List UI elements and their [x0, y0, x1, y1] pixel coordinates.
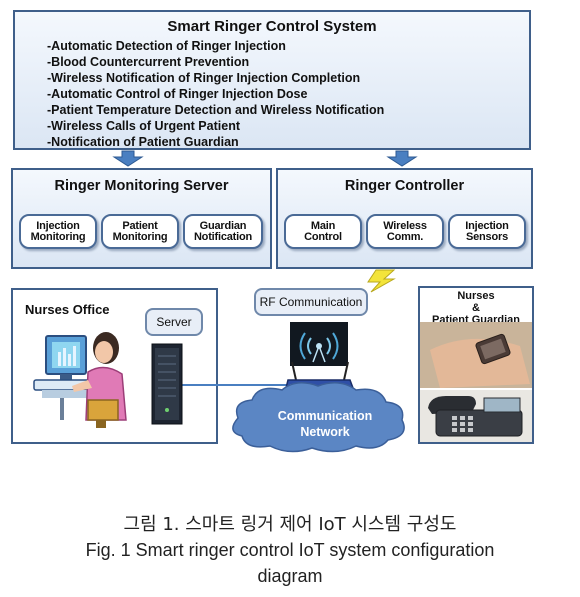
server-callout: Server [145, 308, 203, 336]
server-tower-icon [151, 343, 183, 425]
module-label: Monitoring [112, 230, 168, 243]
caption-korean: 그림 1. 스마트 링거 제어 IoT 시스템 구성도 [123, 514, 457, 535]
cloud-icon [232, 382, 405, 453]
desk-phone-icon [420, 390, 532, 442]
system-title: Smart Ringer Control System [167, 18, 377, 35]
feature-item: -Wireless Calls of Urgent Patient [47, 119, 240, 133]
feature-item: -Automatic Detection of Ringer Injection [47, 39, 286, 53]
smartphone-hand-icon [420, 322, 532, 388]
module-label: Sensors [465, 230, 508, 243]
wireless-antenna-icon [290, 322, 348, 366]
network-label: Communication Network [250, 408, 400, 440]
network-label-line: Network [300, 425, 350, 439]
lightning-icon [367, 269, 396, 293]
nurse-computer-icon [33, 332, 127, 428]
rf-communication-callout: RF Communication [254, 288, 368, 316]
feature-item: -Patient Temperature Detection and Wirel… [47, 103, 385, 117]
network-label-line: Communication [277, 409, 373, 423]
module-label: Comm. [386, 230, 424, 243]
feature-item: -Wireless Notification of Ringer Injecti… [47, 71, 361, 85]
guardian-label: & [472, 302, 480, 314]
feature-item: -Notification of Patient Guardian [47, 135, 239, 149]
down-arrow-left [112, 150, 144, 167]
module-label: Wireless [383, 219, 427, 232]
monitoring-server-title: Ringer Monitoring Server [54, 178, 229, 194]
module-label: Patient [122, 219, 158, 232]
module-label: Guardian [199, 219, 247, 232]
module-label: Monitoring [30, 230, 86, 243]
feature-item: -Blood Countercurrent Prevention [47, 55, 250, 69]
caption-english-line2: diagram [257, 566, 323, 586]
module-label: Injection [465, 219, 509, 232]
ringer-controller-title: Ringer Controller [344, 178, 465, 194]
feature-list: -Automatic Detection of Ringer Injection… [47, 38, 384, 150]
module-label: Main [310, 219, 336, 232]
module-label: Injection [36, 219, 80, 232]
system-panel: Smart Ringer Control System -Automatic D… [13, 10, 531, 150]
guardian-label: Nurses [457, 290, 495, 302]
feature-item: -Automatic Control of Ringer Injection D… [47, 87, 308, 101]
nurses-office-title: Nurses Office [25, 302, 110, 317]
caption-english-line1: Fig. 1 Smart ringer control IoT system c… [85, 540, 495, 560]
module-label: Notification [193, 230, 253, 243]
down-arrow-right [386, 150, 418, 167]
module-label: Control [304, 230, 342, 243]
